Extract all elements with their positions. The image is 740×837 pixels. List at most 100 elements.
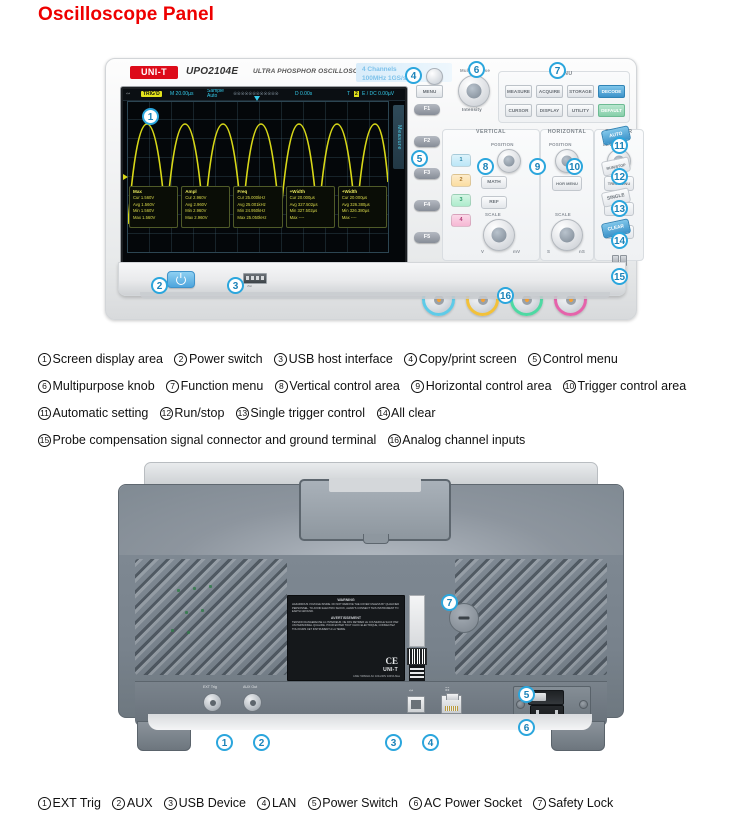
callout-11: 11 xyxy=(611,137,628,154)
math-button[interactable]: MATH xyxy=(481,176,507,189)
legend-label: Control menu xyxy=(542,352,618,366)
cursor-menu-button[interactable]: CURSOR xyxy=(505,104,532,117)
channel-3-button[interactable]: 3 xyxy=(451,194,471,207)
trigger-source-label: T xyxy=(347,91,351,97)
channel-1-button[interactable]: 1 xyxy=(451,154,471,167)
power-switch-button[interactable] xyxy=(167,271,195,288)
measurement-avg: Avg 25.001kHz xyxy=(237,201,266,207)
measurement-min: Min 24.950kHz xyxy=(237,208,266,214)
channel-offset-marker xyxy=(123,174,128,180)
measurement-max: Max 2.960V xyxy=(185,214,208,220)
measure-menu-button[interactable]: MEASURE xyxy=(505,85,532,98)
legend-label: Copy/print screen xyxy=(418,352,517,366)
usb-device-port[interactable] xyxy=(407,696,425,713)
function-key-f3[interactable]: F3 xyxy=(414,168,440,179)
legend-label: Analog channel inputs xyxy=(402,433,526,447)
trigger-channel-badge: 2 xyxy=(354,91,359,97)
decode-menu-button[interactable]: DECODE xyxy=(598,85,625,98)
vertical-scale-knob[interactable] xyxy=(483,219,515,251)
horizontal-menu-button[interactable]: HOR MENU xyxy=(552,176,582,191)
channel-2-button[interactable]: 2 xyxy=(451,174,471,187)
aux-out-connector[interactable] xyxy=(243,693,262,712)
safety-lock[interactable] xyxy=(449,603,479,633)
channel-4-button[interactable]: 4 xyxy=(451,214,471,227)
legend-label: EXT Trig xyxy=(52,796,101,810)
function-key-f5[interactable]: F5 xyxy=(414,232,440,243)
knob-cap xyxy=(491,227,507,243)
function-key-f4[interactable]: F4 xyxy=(414,200,440,211)
intensity-label: Intensity xyxy=(462,107,482,112)
power-icon xyxy=(176,274,186,285)
legend-number: 16 xyxy=(387,434,401,447)
multipurpose-knob[interactable] xyxy=(458,75,490,107)
measurement-name: Ampl xyxy=(185,189,197,194)
horizontal-scale-label: SCALE xyxy=(555,212,571,217)
acq-mode-line1: Sample xyxy=(207,89,224,94)
display-menu-button[interactable]: DISPLAY xyxy=(536,104,563,117)
legend-number: 7 xyxy=(166,380,180,393)
utility-menu-button[interactable]: UTILITY xyxy=(567,104,594,117)
legend-number: 4 xyxy=(257,797,271,810)
vertical-control-area: VERTICAL POSITION 1 2 3 4 MATH REF SCALE… xyxy=(442,129,540,261)
measurement-cur: Cur 1.560V xyxy=(133,195,155,201)
vertical-section-title: VERTICAL xyxy=(476,129,506,135)
measure-side-tab[interactable]: Measure xyxy=(393,105,404,169)
legend-number: 1 xyxy=(38,353,51,366)
menu-button[interactable]: MENU xyxy=(416,85,443,98)
rear-callout-6: 6 xyxy=(518,719,535,736)
ventilation-grille-left xyxy=(135,559,287,675)
ext-trig-connector[interactable] xyxy=(203,693,222,712)
legend-label: Power switch xyxy=(188,352,263,366)
usb-host-interface[interactable] xyxy=(243,273,267,284)
legend-label: AC Power Socket xyxy=(423,796,522,810)
screen-status-bar: ∾ TRIG'D M 20.00µs Sample Auto ※※※※※※※※※… xyxy=(123,89,405,101)
storage-menu-button[interactable]: STORAGE xyxy=(567,85,594,98)
copy-print-screen-button[interactable] xyxy=(426,68,443,85)
callout-10: 10 xyxy=(566,158,583,175)
ce-mark: CE xyxy=(385,655,398,666)
legend-label: Trigger control area xyxy=(577,379,687,393)
measurement-max: Max ---- xyxy=(341,214,357,220)
horizontal-scale-knob[interactable] xyxy=(551,219,583,251)
acquire-menu-button[interactable]: ACQUIRE xyxy=(536,85,563,98)
screen-display-area[interactable]: ∾ TRIG'D M 20.00µs Sample Auto ※※※※※※※※※… xyxy=(120,86,408,282)
callout-12: 12 xyxy=(611,168,628,185)
legend-number: 11 xyxy=(38,407,51,420)
function-menu-section: MENU MEASURE ACQUIRE STORAGE DECODE CURS… xyxy=(498,71,630,123)
warning-body-fr: TENSION DANGEREUSE A L'INTERIEUR. NE PAS… xyxy=(292,621,399,631)
front-panel-shadow xyxy=(140,292,610,299)
rear-callout-1: 1 xyxy=(216,734,233,751)
lan-pins xyxy=(445,706,458,711)
measurement-name: +Width xyxy=(289,189,306,194)
lan-port[interactable] xyxy=(441,693,462,714)
measurement-box: Ampl Cur 2.960V Avg 2.960V Min 2.960V Ma… xyxy=(181,186,231,228)
horizontal-control-area: HORIZONTAL POSITION HOR MENU SCALE S nS xyxy=(540,129,594,261)
ref-button[interactable]: REF xyxy=(481,196,507,209)
measurement-name: Freq xyxy=(237,189,248,194)
measurement-panel: Max Cur 1.560V Avg 1.560V Min 1.560V Max… xyxy=(129,186,388,228)
legend-number: 2 xyxy=(174,353,188,366)
warning-title-en: WARNING xyxy=(337,598,355,602)
legend-label: Single trigger control xyxy=(250,406,366,420)
function-key-f1[interactable]: F1 xyxy=(414,104,440,115)
function-key-f2[interactable]: F2 xyxy=(414,136,440,147)
callout-16: 16 xyxy=(497,287,514,304)
legend-label: Probe compensation signal connector and … xyxy=(52,433,377,447)
memory-bar-icon: ※※※※※※※※※※※※ xyxy=(233,91,279,97)
callout-3: 3 xyxy=(227,277,244,294)
default-menu-button[interactable]: DEFAULT xyxy=(598,104,625,117)
legend-number: 15 xyxy=(38,434,51,447)
rear-brand-label: UNI-T xyxy=(383,666,398,673)
vertical-position-knob[interactable] xyxy=(497,149,521,173)
